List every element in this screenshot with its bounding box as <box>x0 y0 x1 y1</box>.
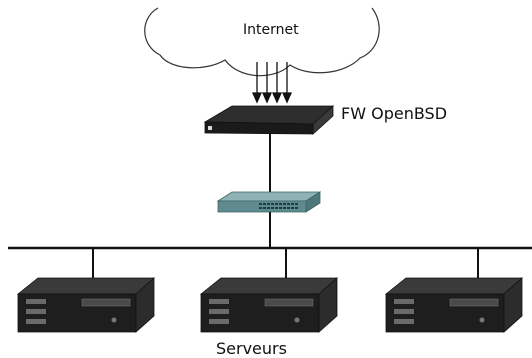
servers-label: Serveurs <box>216 339 287 358</box>
internet-label: Internet <box>243 22 299 38</box>
arrow-down-icon <box>251 92 263 104</box>
arrow-down-icon <box>261 92 273 104</box>
network-switch-icon <box>216 191 322 213</box>
server-icon <box>199 277 339 333</box>
rack-firewall-icon <box>203 105 335 135</box>
arrow-down-icon <box>271 92 283 104</box>
arrow-down-icon <box>281 92 293 104</box>
cloud-icon <box>144 7 380 77</box>
inbound-arrows <box>251 62 293 104</box>
firewall-label: FW OpenBSD <box>341 104 448 123</box>
server-icon <box>16 277 156 333</box>
server-icon <box>384 277 524 333</box>
